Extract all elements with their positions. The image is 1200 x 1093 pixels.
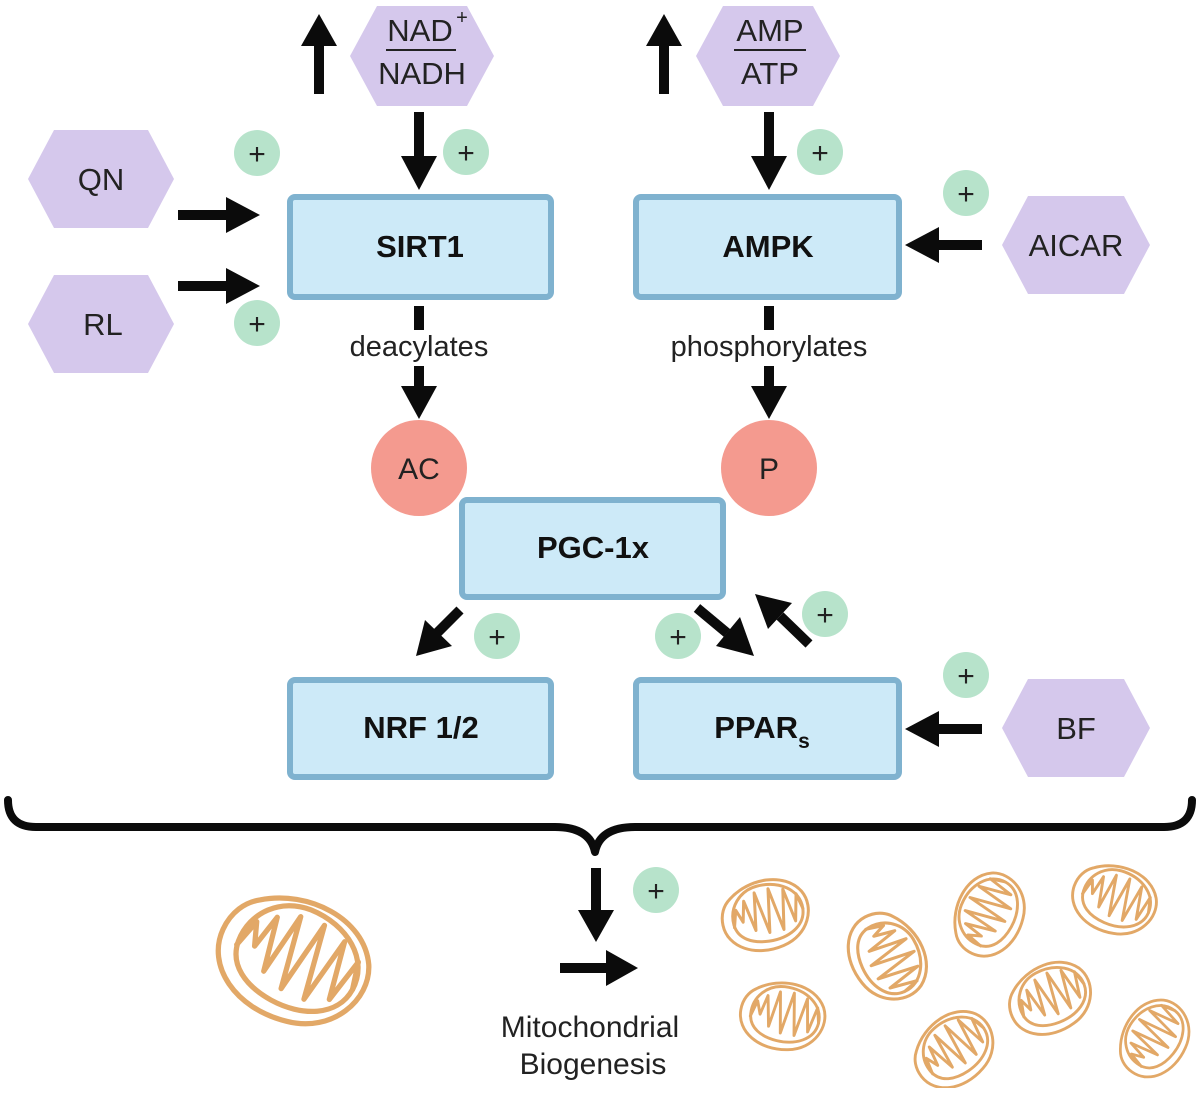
amp-label: AMP (736, 13, 803, 48)
outcome-line1: Mitochondrial (501, 1011, 679, 1044)
svg-text:+: + (457, 137, 475, 170)
ampk-box: AMPK (633, 194, 902, 300)
svg-text:+: + (248, 138, 266, 171)
svg-text:+: + (957, 178, 975, 211)
rl-hexagon: RL (28, 275, 174, 373)
plus-bf: + (943, 652, 989, 698)
mitochondrion-icon (996, 949, 1105, 1049)
mitochondrion-icon (1061, 852, 1167, 947)
aicar-hexagon: AICAR (1002, 196, 1150, 294)
pgc1-label: PGC-1x (537, 530, 650, 565)
ppar-to-pgc1-arrow (755, 594, 813, 648)
plus-ppar-to-pgc: + (802, 591, 848, 637)
svg-text:+: + (816, 599, 834, 632)
svg-text:+: + (647, 875, 665, 908)
ppar-box: PPARs (633, 677, 902, 780)
pgc1-box: PGC-1x (459, 497, 726, 600)
rl-label: RL (83, 307, 123, 342)
ampk-to-p-arrow (751, 306, 787, 419)
deacylates-label: deacylates (350, 331, 489, 363)
atp-label: ATP (741, 56, 799, 91)
svg-text:+: + (669, 621, 687, 654)
plus-nrf: + (474, 613, 520, 659)
mitochondrion-icon (198, 873, 388, 1047)
nrf-label: NRF 1/2 (363, 710, 478, 745)
mitochondrion-icon (898, 996, 1010, 1093)
plus-nad: + (443, 129, 489, 175)
qn-label: QN (78, 162, 125, 197)
plus-biogenesis: + (633, 867, 679, 913)
mitochondrion-icon (733, 974, 832, 1058)
nad-increase-arrow (301, 14, 337, 94)
nad-superscript: + (456, 7, 468, 29)
mitochondrion-icon (714, 870, 817, 960)
svg-text:+: + (811, 137, 829, 170)
amp-increase-arrow (646, 14, 682, 94)
ppar-subscript: s (798, 730, 810, 753)
amp-to-ampk-arrow (751, 112, 787, 190)
mitochondrion-icon (832, 898, 942, 1015)
plus-aicar: + (943, 170, 989, 216)
nad-to-sirt1-arrow (401, 112, 437, 190)
amp-atp-hexagon: AMP ATP (696, 6, 840, 106)
qn-to-sirt1-arrow (178, 197, 260, 233)
biogenesis-arrow (560, 950, 638, 986)
qn-hexagon: QN (28, 130, 174, 228)
phospho-label: P (759, 453, 779, 486)
outcome-line2: Biogenesis (520, 1048, 667, 1081)
mitochondrion-icon (939, 861, 1039, 969)
sirt1-to-ac-arrow (401, 306, 437, 419)
phospho-circle: P (721, 420, 817, 516)
svg-text:+: + (488, 621, 506, 654)
phosphorylates-label: phosphorylates (671, 331, 868, 363)
acetyl-label: AC (398, 453, 440, 486)
sirt1-label: SIRT1 (376, 229, 464, 264)
mitochondrion-icon (1104, 986, 1200, 1092)
ppar-main-label: PPAR (714, 710, 798, 745)
bf-label: BF (1056, 711, 1096, 746)
ampk-label: AMPK (722, 229, 814, 264)
pgc1-to-ppar-arrow (693, 604, 754, 656)
rl-to-sirt1-arrow (178, 268, 260, 304)
acetyl-circle: AC (371, 420, 467, 516)
svg-text:+: + (957, 660, 975, 693)
bf-hexagon: BF (1002, 679, 1150, 777)
bf-to-ppar-arrow (905, 711, 982, 747)
nad-nadh-hexagon: NAD + NADH (350, 6, 494, 106)
aicar-to-ampk-arrow (905, 227, 982, 263)
nadh-label: NADH (378, 56, 466, 91)
nrf-box: NRF 1/2 (287, 677, 554, 780)
plus-pgc-to-ppar: + (655, 613, 701, 659)
plus-amp: + (797, 129, 843, 175)
brace-to-biogenesis-arrow (578, 868, 614, 942)
aicar-label: AICAR (1029, 228, 1124, 263)
svg-text:+: + (248, 308, 266, 341)
plus-rl: + (234, 300, 280, 346)
grouping-brace (4, 796, 1196, 856)
pgc1-to-nrf-arrow (416, 606, 464, 656)
plus-qn: + (234, 130, 280, 176)
nad-label: NAD (387, 13, 452, 48)
sirt1-box: SIRT1 (287, 194, 554, 300)
ppar-label: PPARs (714, 710, 810, 753)
